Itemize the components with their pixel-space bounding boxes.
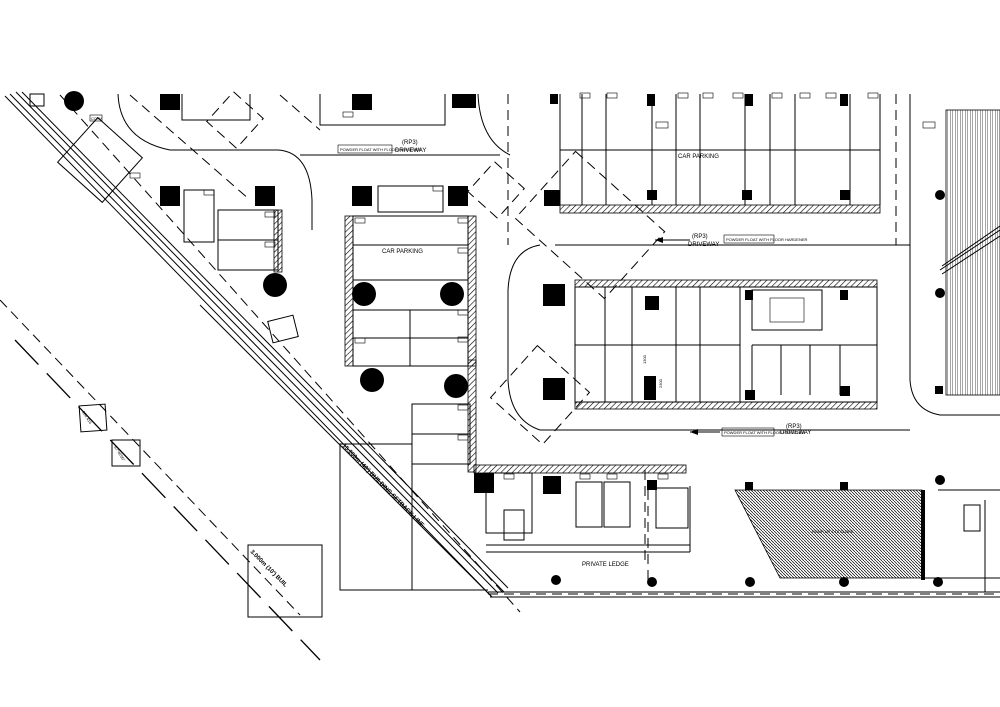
driveway-label-2: DRIVEWAY bbox=[780, 430, 811, 436]
cctv-label: CCTV bbox=[91, 116, 102, 121]
building-line-label: 3.000m (10') BUIL bbox=[249, 549, 289, 589]
powder-float-note-2: POWDER FLOAT WITH FLOOR HARDENER bbox=[724, 430, 806, 435]
ramp: RAMP UP 1:12 SLOPE bbox=[734, 489, 925, 580]
cctv-icon: CCTV bbox=[89, 114, 936, 129]
dimension-value: 100.416 bbox=[81, 410, 93, 426]
road-curves-top bbox=[117, 93, 511, 230]
bearing-box: 87°40'00" bbox=[111, 439, 141, 467]
gate-marker bbox=[963, 504, 981, 532]
dashed-features bbox=[206, 91, 666, 446]
property-boundary bbox=[0, 91, 521, 661]
private-ledge-label: PRIVATE LEDGE bbox=[582, 562, 629, 568]
powder-float-note-1: POWDER FLOAT WITH FLOOR HARDENER bbox=[726, 237, 808, 242]
car-parking-label-top: CAR PARKING bbox=[678, 154, 719, 160]
stair-marker bbox=[503, 509, 525, 541]
stall-number-tags bbox=[129, 92, 879, 480]
rp3-label-2: (RP3) bbox=[786, 424, 802, 430]
top-right-parking: CAR PARKING bbox=[544, 94, 881, 214]
rp3-label-3: (RP3) bbox=[402, 140, 418, 146]
left-parking-area bbox=[56, 116, 444, 273]
driveway-top: (RP3) DRIVEWAY POWDER FLOAT WITH FLOOR H… bbox=[337, 140, 811, 437]
middle-right-parking: 1300 2300 bbox=[507, 244, 910, 431]
bearing-value: 87°40'00" bbox=[113, 445, 127, 463]
bottom-boundary bbox=[199, 304, 1000, 598]
right-building bbox=[909, 94, 1000, 592]
lower-center-stalls bbox=[339, 403, 488, 591]
building-line-box: 3.000m (10') BUIL bbox=[247, 544, 323, 618]
marker-box bbox=[29, 93, 45, 107]
car-parking-label-center: CAR PARKING bbox=[382, 249, 423, 255]
entry-marker bbox=[267, 314, 299, 344]
center-parking-block: CAR PARKING bbox=[263, 215, 477, 398]
powder-float-note-3: POWDER FLOAT WITH FLOOR HARDENER bbox=[340, 147, 422, 152]
rp3-label-1: (RP3) bbox=[692, 234, 708, 240]
ramp-note: RAMP UP 1:12 SLOPE bbox=[812, 529, 854, 534]
dim-2300: 2300 bbox=[658, 378, 663, 388]
driveway-label-3: DRIVEWAY bbox=[395, 148, 426, 154]
bottom-strip: PRIVATE LEDGE bbox=[467, 359, 945, 587]
dim-1300: 1300 bbox=[642, 354, 647, 364]
top-columns bbox=[64, 91, 476, 206]
